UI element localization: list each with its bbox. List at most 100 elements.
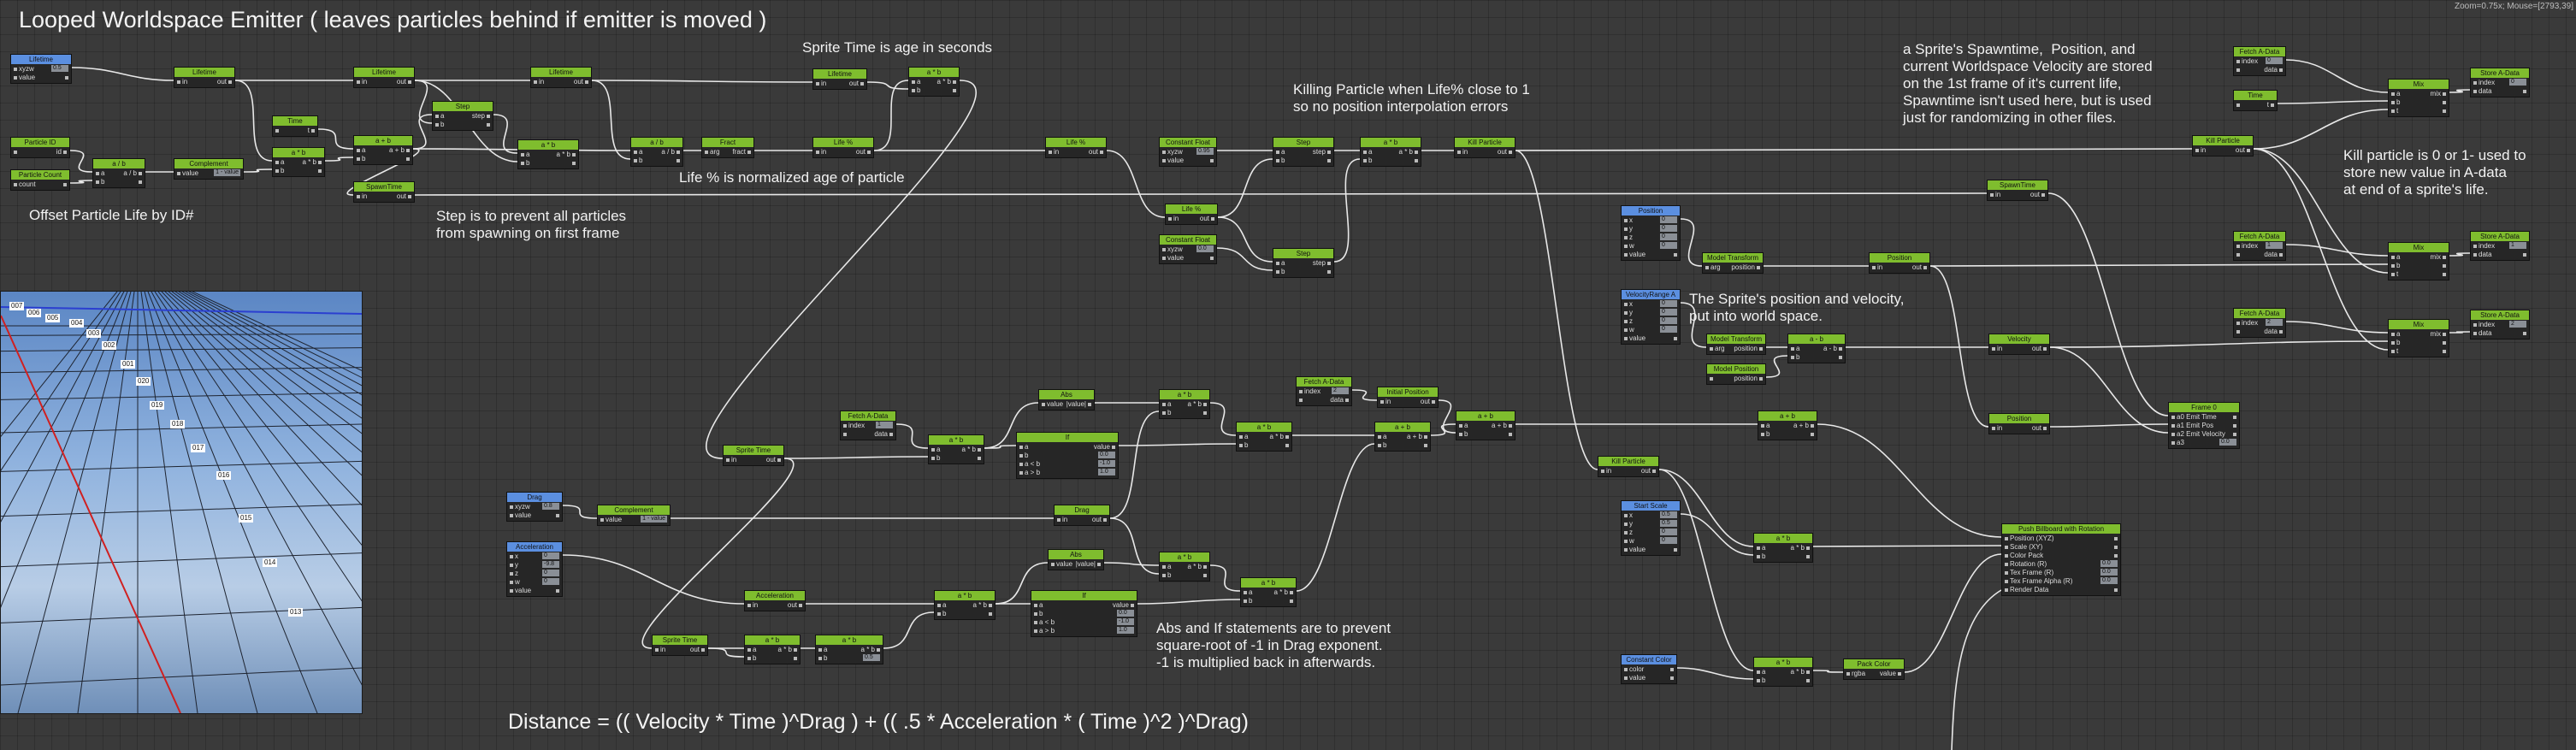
node-title[interactable]: Complement [174,159,243,168]
value-field[interactable]: 1.0 [1098,469,1115,475]
node-title[interactable]: Particle Count [11,170,69,180]
node-title[interactable]: Store A-Data [2471,68,2529,78]
node-port-row[interactable]: Position (XYZ) [2005,534,2118,543]
node-title[interactable]: If [1017,433,1118,442]
node-title[interactable]: Lifetime [174,68,234,77]
node-title[interactable]: Position [1870,253,1929,263]
node-port-row[interactable]: a < b-1.0 [1019,460,1115,469]
node-title[interactable]: Time [273,116,317,126]
node-title[interactable]: a * b [1160,552,1209,562]
node-port-row[interactable]: data [1299,396,1349,405]
node-port-row[interactable]: b [1276,156,1331,165]
value-field[interactable]: 0.5 [863,654,880,661]
value-field[interactable]: 0 [1660,537,1677,544]
node-port-row[interactable]: a < b-1.0 [1034,618,1134,627]
value-field[interactable]: 0 [1660,326,1677,333]
node-port-row[interactable]: b [357,155,410,163]
node-title[interactable]: Lifetime [531,68,591,77]
value-field[interactable]: 0 [542,570,559,576]
node-port-row[interactable]: value [1624,674,1674,682]
node-title[interactable]: Lifetime [813,69,866,79]
node-title[interactable]: Step [1273,249,1333,258]
node-title[interactable]: Fetch A-Data [841,411,895,421]
node-title[interactable]: a * b [1241,578,1296,588]
node-title[interactable]: a * b [935,591,995,600]
node-title[interactable]: Fetch A-Data [1297,377,1351,387]
node-port-row[interactable]: b [521,159,576,168]
node-title[interactable]: Push Billboard with Rotation [2002,524,2120,534]
value-field[interactable]: 0 [2509,79,2526,86]
node-port-row[interactable]: Scale (XY) [2005,543,2118,552]
node-title[interactable]: a * b [1237,422,1291,432]
node-port-row[interactable]: b [747,654,797,663]
node-port-row[interactable]: value [1624,334,1677,343]
node-port-row[interactable]: b [2391,339,2446,347]
node-title[interactable]: a * b [745,635,800,645]
value-field[interactable]: 0.0 [2100,577,2118,584]
node-port-row[interactable]: b [1276,268,1331,276]
node-port-row[interactable]: data [2473,251,2526,259]
node-title[interactable]: Drag [1055,505,1109,515]
node-title[interactable]: Life % [813,138,873,147]
node-port-row[interactable]: b [1791,353,1842,362]
node-port-row[interactable]: position [1710,375,1763,383]
node-title[interactable]: Complement [598,505,670,515]
node-title[interactable]: Acceleration [745,591,805,600]
value-field[interactable]: 0 [542,578,559,585]
value-field[interactable]: 0.5 [1660,511,1677,518]
value-field[interactable]: 0 [1660,529,1677,535]
value-field[interactable]: 0 [2266,57,2283,64]
node-title[interactable]: Constant Color [1622,655,1676,664]
node-title[interactable]: a / b [93,159,145,168]
node-title[interactable]: Pack Color [1844,659,1904,669]
node-title[interactable]: Store A-Data [2471,232,2529,241]
node-title[interactable]: a * b [1754,658,1812,667]
node-title[interactable]: Fract [702,138,753,147]
node-port-row[interactable]: b [2391,262,2446,270]
node-port-row[interactable]: value [1162,254,1214,263]
